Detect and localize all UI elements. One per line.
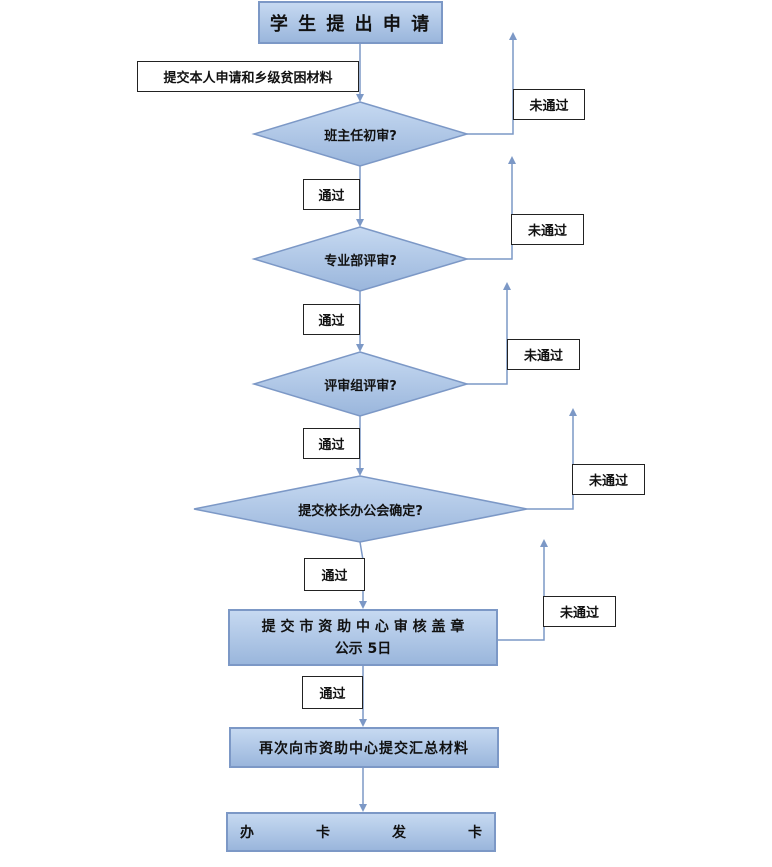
start-text: 学 生 提 出 申 请 (269, 13, 432, 35)
fail-label-1: 未通过 (513, 89, 585, 120)
decision-text-3: 评审组评审? (324, 378, 397, 394)
reject-path-4 (527, 408, 577, 510)
submit-note: 提交本人申请和乡级贫困材料 (137, 61, 359, 92)
pass-label-3: 通过 (303, 428, 360, 459)
city-review-box: 提 交 市 资 助 中 心 审 核 盖 章 公示 5日 (228, 609, 498, 666)
card-box: 办 卡 发 卡 (226, 812, 496, 852)
decision-text-2: 专业部评审? (324, 253, 397, 269)
fail-label-2: 未通过 (511, 214, 584, 245)
city-review-line1: 提 交 市 资 助 中 心 审 核 盖 章 (261, 618, 465, 635)
reject-path-3 (467, 282, 511, 385)
fail-label-5: 未通过 (543, 596, 616, 627)
submit-note-text: 提交本人申请和乡级贫困材料 (163, 71, 333, 86)
fail-label-3: 未通过 (507, 339, 580, 370)
card-char-2: 卡 (316, 825, 330, 841)
pass-label-2: 通过 (303, 304, 360, 335)
reject-path-2 (467, 156, 516, 260)
card-char-3: 发 (392, 825, 406, 841)
resubmit-box: 再次向市资助中心提交汇总材料 (229, 727, 499, 768)
start-box: 学 生 提 出 申 请 (258, 1, 443, 44)
card-char-4: 卡 (468, 825, 482, 841)
city-review-line2: 公示 5日 (334, 640, 392, 657)
reject-path-1 (467, 32, 517, 135)
pass-label-1: 通过 (303, 179, 360, 210)
reject-path-5 (498, 539, 548, 641)
decision-text-1: 班主任初审? (324, 128, 397, 144)
pass-label-4: 通过 (304, 558, 365, 591)
decision-text-4: 提交校长办公会确定? (298, 503, 423, 519)
card-char-1: 办 (240, 825, 254, 841)
resubmit-text: 再次向市资助中心提交汇总材料 (259, 740, 469, 757)
fail-label-4: 未通过 (572, 464, 645, 495)
pass-label-5: 通过 (302, 676, 363, 709)
